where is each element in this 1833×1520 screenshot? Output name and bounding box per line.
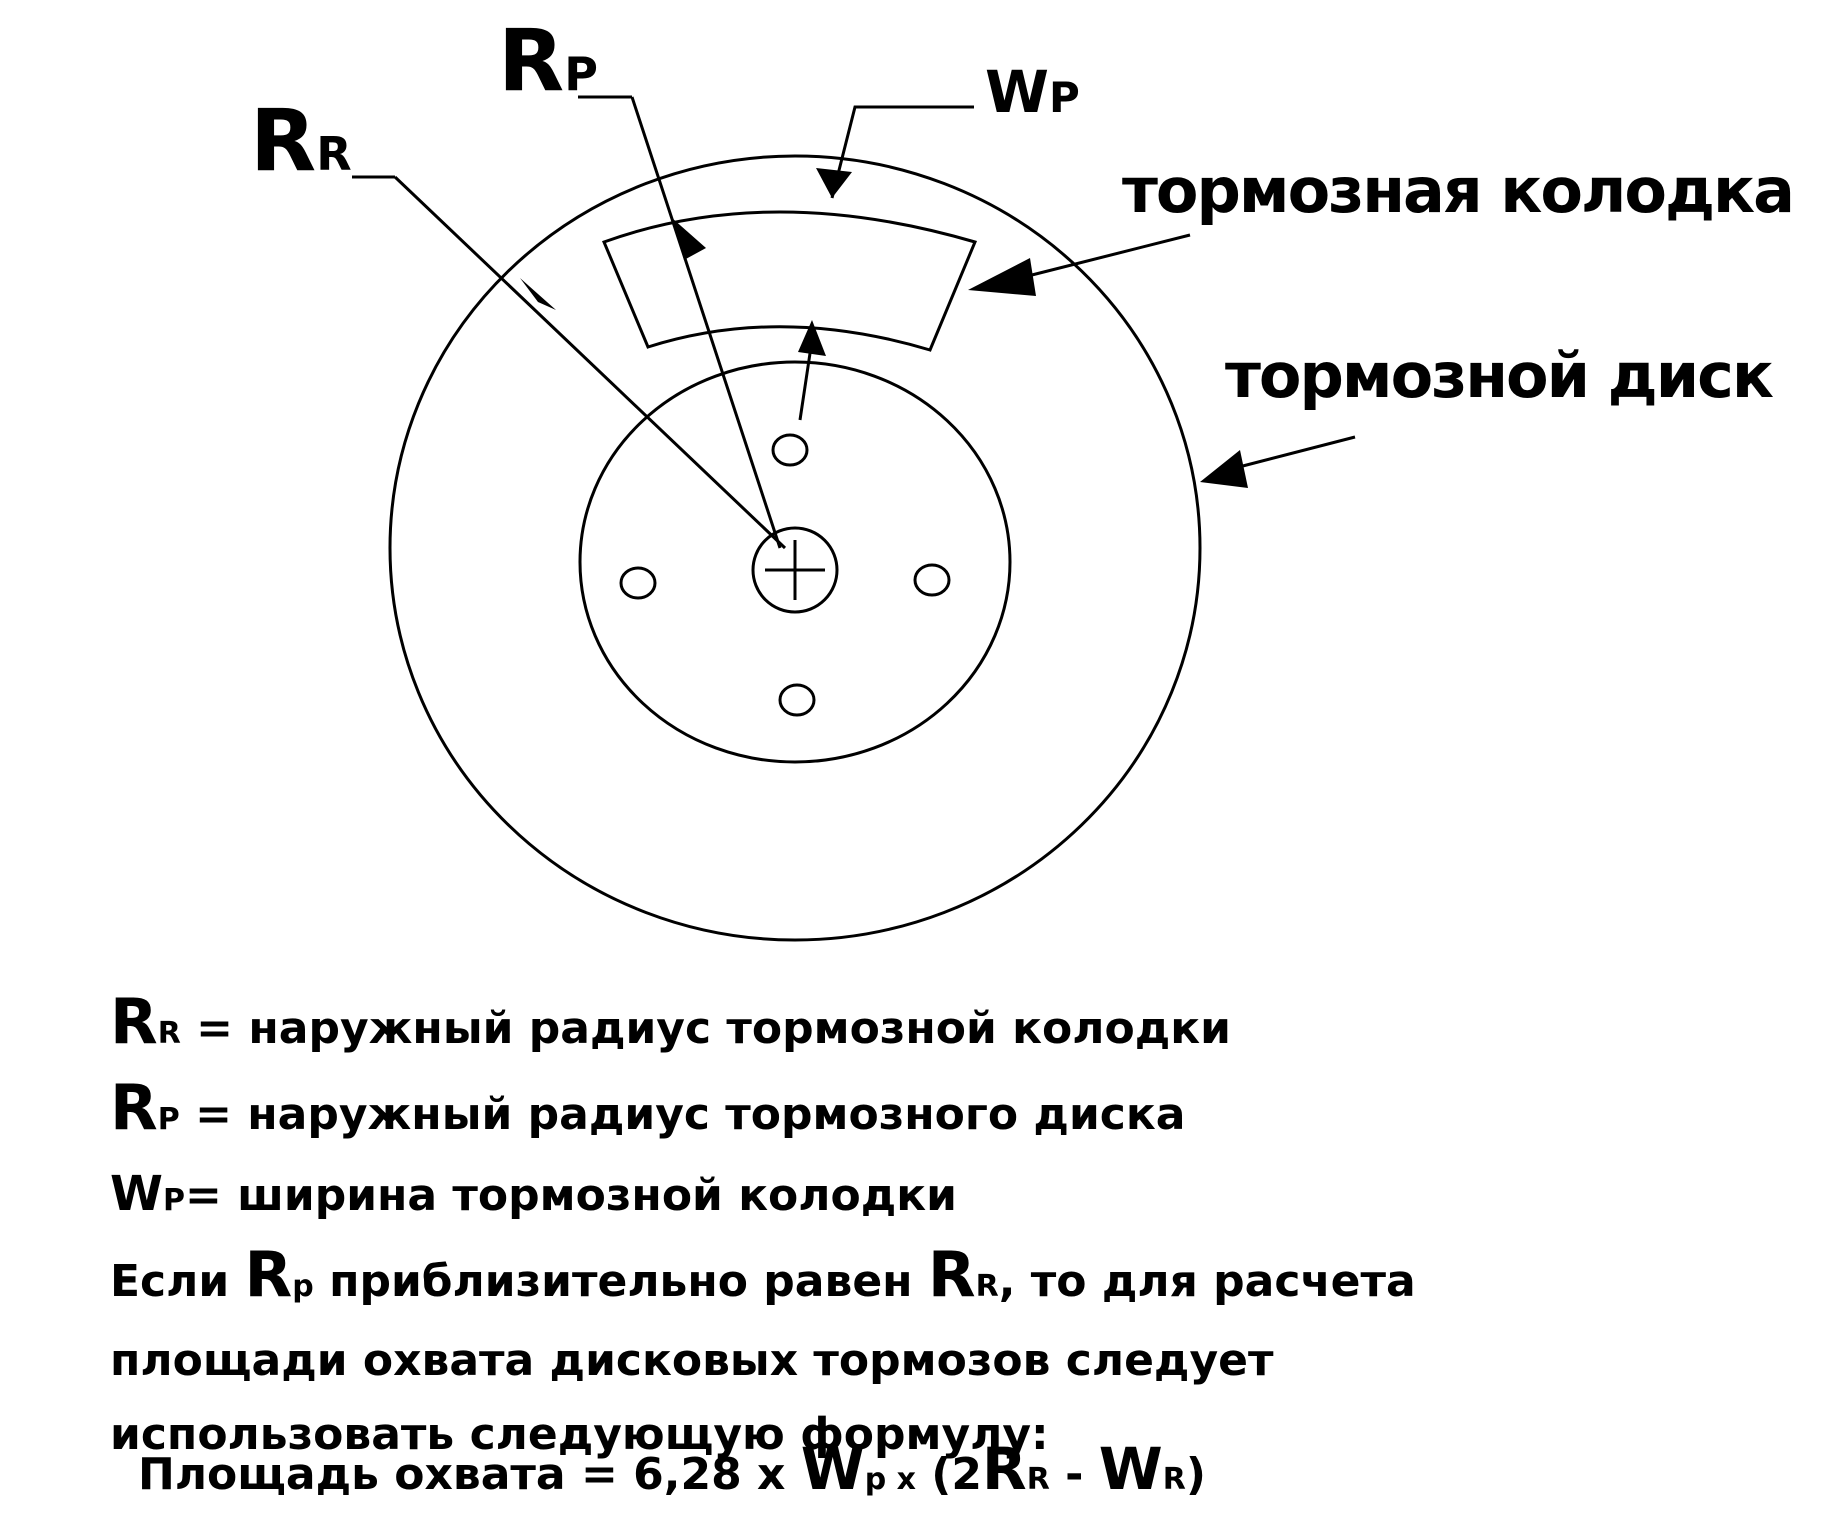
- legend-row-rp: RP = наружный радиус тормозного диска: [110, 1071, 1710, 1157]
- rr-radius-arrow: [393, 175, 787, 550]
- formula-pre: Площадь охвата = 6,28 x: [138, 1449, 801, 1500]
- legend-block: RR = наружный радиус тормозной колодки R…: [110, 985, 1710, 1472]
- legend-rr-text: = наружный радиус тормозной колодки: [180, 1003, 1231, 1054]
- legend-wp-text: = ширина тормозной колодки: [184, 1170, 957, 1221]
- rr-label: RR: [250, 91, 352, 191]
- pad-label-arrow-head: [968, 258, 1036, 296]
- condition-pre: Если: [110, 1256, 245, 1307]
- pad-label-arrow-line: [1019, 233, 1191, 280]
- brake-pad-label: тормозная колодка: [1122, 154, 1793, 227]
- legend-row-wp: WP= ширина тормозной колодки: [110, 1157, 1710, 1238]
- area-formula: Площадь охвата = 6,28 x Wp x (2RR - WR): [138, 1435, 1206, 1503]
- center-bore-circle: [751, 526, 839, 614]
- formula-wr-symbol: W: [1098, 1435, 1163, 1503]
- formula-mid1: (2: [915, 1449, 983, 1500]
- legend-rp-subscript: P: [157, 1102, 180, 1137]
- legend-row-text-6: использовать следующую формулу:: [110, 1409, 1049, 1460]
- brake-disc-hub-circle: [578, 360, 1012, 764]
- brake-pad-shape: [602, 210, 978, 352]
- rp-label: RP: [498, 11, 598, 111]
- legend-row-text-5: площади охвата дисковых тормозов следует: [110, 1335, 1274, 1386]
- condition-rr-symbol: R: [927, 1238, 976, 1311]
- condition-rp-symbol: R: [244, 1238, 293, 1311]
- legend-row-condition: Если Rp приблизительно равен RR, то для …: [110, 1238, 1710, 1324]
- formula-mid2: -: [1049, 1449, 1099, 1500]
- formula-wp-symbol: W: [800, 1435, 865, 1503]
- wp-arrow-head-top: [816, 168, 852, 198]
- disc-label-arrow-line: [1234, 435, 1356, 470]
- bolt-hole-bottom: [778, 683, 816, 717]
- formula-post: ): [1185, 1449, 1206, 1500]
- formula-rr-symbol: R: [982, 1435, 1027, 1503]
- condition-rp-subscript: p: [292, 1269, 314, 1304]
- brake-disc-label: тормозной диск: [1225, 339, 1774, 412]
- formula-wr-subscript: R: [1162, 1462, 1186, 1497]
- bolt-hole-right: [913, 563, 951, 597]
- legend-rr-subscript: R: [157, 1016, 181, 1051]
- rr-arrow-head: [520, 278, 556, 310]
- brake-disc-outer-circle: [388, 154, 1202, 942]
- condition-mid: приблизительно равен: [313, 1256, 928, 1307]
- legend-rp-text: = наружный радиус тормозного диска: [179, 1089, 1186, 1140]
- formula-wp-subscript: p x: [864, 1462, 916, 1497]
- brake-disc-diagram: RR RP WP тормозная колодка тормозной дис…: [250, 11, 1795, 942]
- disc-label-arrow-head: [1200, 450, 1248, 488]
- legend-wp-subscript: P: [162, 1183, 185, 1218]
- bolt-hole-left: [619, 566, 657, 600]
- rp-radius-arrow: [630, 96, 782, 549]
- legend-rp-symbol: R: [110, 1071, 158, 1144]
- condition-post: , то для расчета: [998, 1256, 1416, 1307]
- legend-rr-symbol: R: [110, 985, 158, 1058]
- rp-arrow-head: [672, 218, 706, 260]
- wp-arrow-head-bottom: [798, 320, 826, 356]
- wp-label: WP: [985, 58, 1080, 126]
- bolt-hole-top: [771, 433, 809, 467]
- formula-rr-subscript: R: [1026, 1462, 1050, 1497]
- wp-leader-line: [830, 105, 974, 199]
- legend-row-rr: RR = наружный радиус тормозной колодки: [110, 985, 1710, 1071]
- condition-rr-subscript: R: [975, 1269, 999, 1304]
- legend-wp-symbol: W: [110, 1166, 163, 1222]
